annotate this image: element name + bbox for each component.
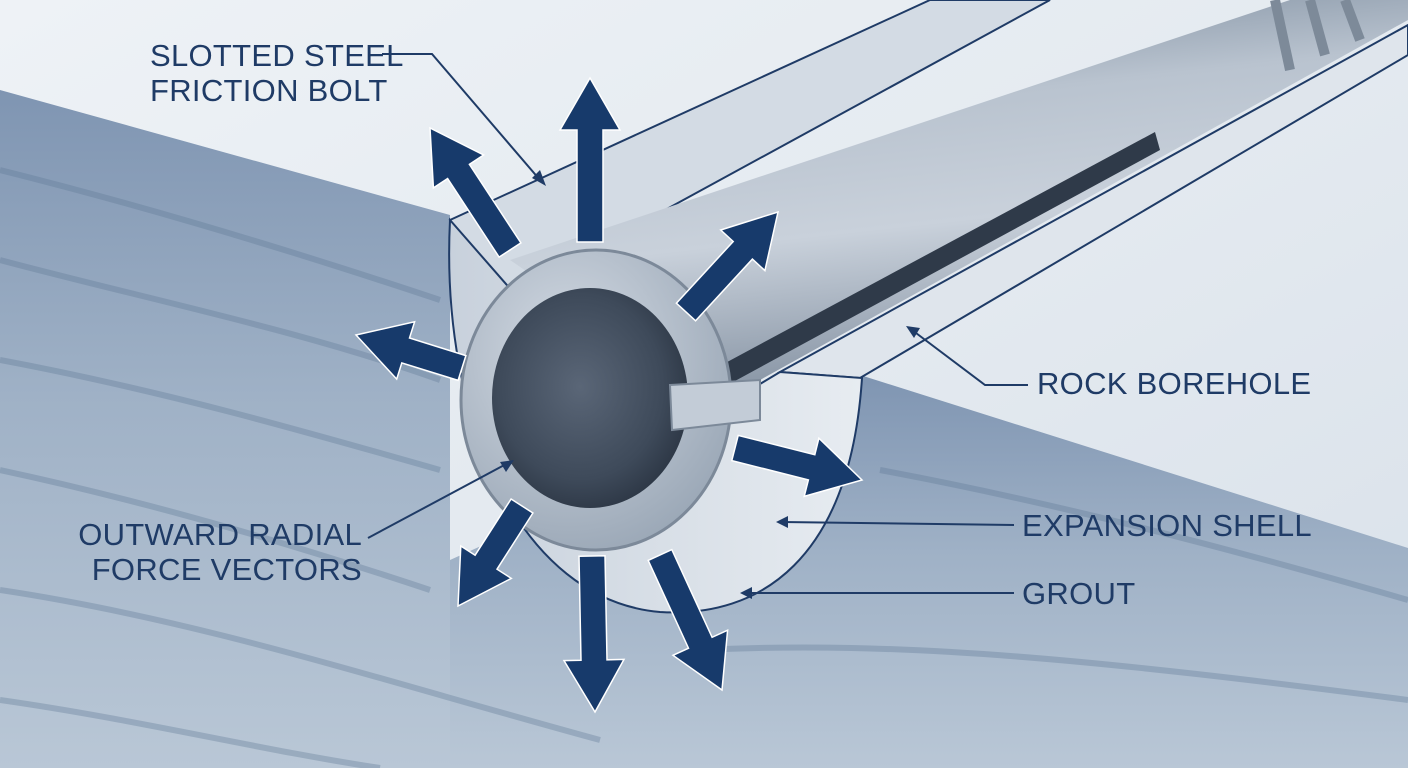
label-bolt-line1: SLOTTED STEEL [150, 38, 404, 73]
leader-arrowheads [500, 170, 920, 599]
force-arrow-icon-1 [429, 126, 522, 259]
label-forces-line2: FORCE VECTORS [91, 552, 362, 587]
force-arrow-icon-2 [558, 76, 622, 243]
leader-lines [367, 53, 1028, 594]
leader-forces [367, 461, 511, 539]
force-arrow-icon-6 [457, 497, 534, 608]
leader-bolt [382, 53, 541, 181]
leader-shell [781, 521, 1015, 526]
bolt-ribs [1270, 0, 1365, 72]
label-outward-radial-force-vectors: OUTWARD RADIAL FORCE VECTORS [72, 517, 362, 587]
label-expansion-shell: EXPANSION SHELL [1022, 508, 1312, 543]
label-forces-line1: OUTWARD RADIAL [78, 517, 362, 552]
label-rock-borehole: ROCK BOREHOLE [1037, 366, 1312, 401]
force-arrow-icon-8 [647, 548, 729, 692]
rock-left-face [0, 90, 450, 768]
label-bolt-line2: FRICTION BOLT [150, 73, 388, 108]
rock-strata [0, 167, 1408, 768]
bolt-bore [492, 288, 688, 508]
force-arrow-icon-4 [354, 320, 467, 382]
force-arrow-icon-5 [730, 434, 864, 498]
force-arrow-icon-7 [562, 555, 626, 714]
leader-borehole [911, 329, 1028, 386]
bolt-slot [690, 132, 1160, 400]
label-slotted-steel-friction-bolt: SLOTTED STEEL FRICTION BOLT [150, 38, 404, 108]
label-grout: GROUT [1022, 576, 1136, 611]
shell-slot-notch [668, 378, 761, 432]
force-arrow-icon-3 [675, 210, 780, 322]
force-vectors [354, 76, 864, 714]
bolt-tube-body [510, 0, 1408, 390]
